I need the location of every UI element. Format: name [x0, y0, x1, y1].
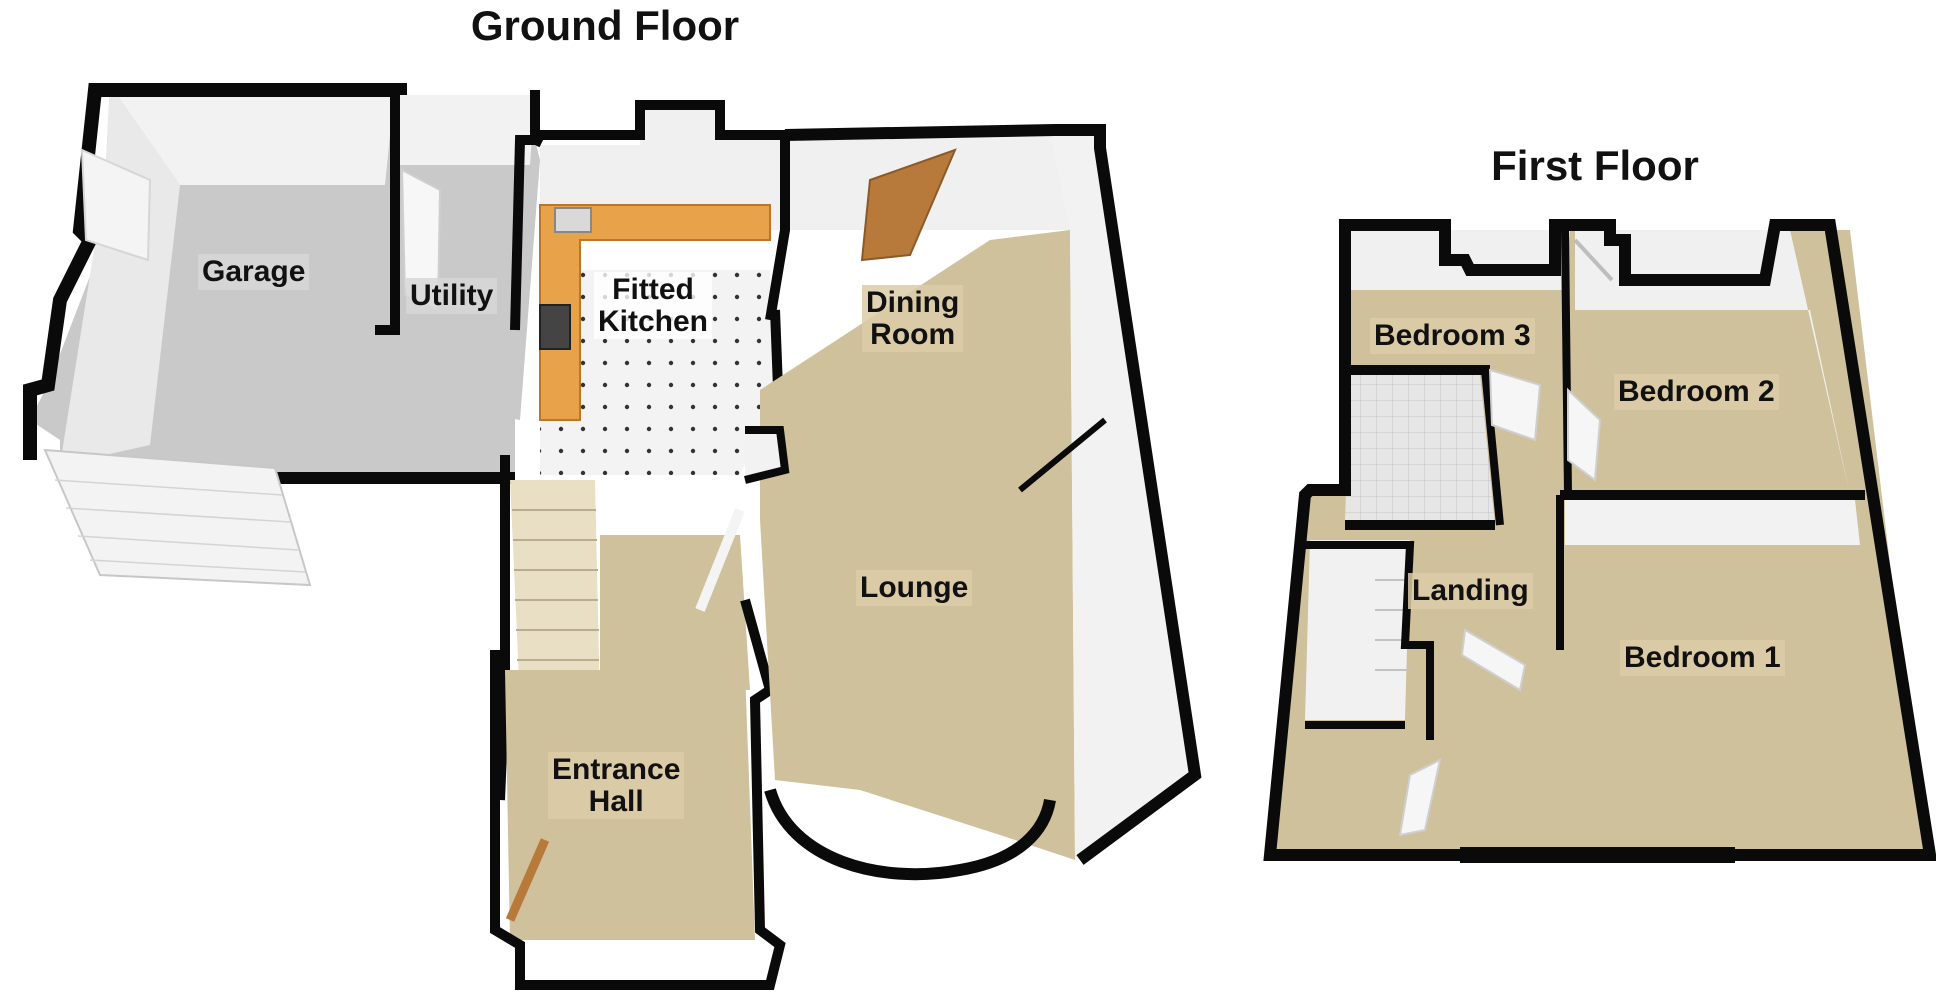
ground-staircase: [495, 455, 600, 801]
garage-back-wall: [110, 85, 395, 185]
garage-side-door: [80, 148, 152, 262]
bay-window: [764, 788, 1056, 881]
lounge-wall-junction: [1018, 417, 1107, 493]
bedroom-1-door: [1460, 628, 1527, 692]
bedroom-2-walls: [1575, 230, 1850, 495]
first-floor-outer-wall: [1263, 219, 1936, 861]
lounge-floor: [760, 230, 1075, 860]
kitchen-sink: [554, 207, 592, 233]
dining-door: [860, 148, 957, 262]
bedroom-1-floor: [1430, 545, 1910, 835]
utility-back-wall: [395, 95, 535, 165]
room-label-bedroom-1: Bedroom 1: [1620, 640, 1785, 676]
stair-treads: [510, 480, 600, 705]
hall-upper-floor: [600, 535, 750, 690]
kitchen-wall-outline: [530, 100, 790, 321]
utility-wall-outline: [375, 90, 400, 335]
utility-right-wall: [510, 90, 540, 331]
bedroom-1-back-wall: [1565, 500, 1860, 545]
lounge-right-wall: [1050, 130, 1195, 860]
bedroom-3-door: [1488, 368, 1542, 442]
bed2-wardrobe-wall: [1573, 238, 1614, 282]
hall-lounge-door: [695, 508, 745, 612]
room-label-fitted-kitchen: Fitted Kitchen: [594, 272, 713, 339]
first-floor-plan: First Floor: [1263, 142, 1936, 863]
room-label-garage: Garage: [198, 254, 310, 290]
bedroom-2-door: [1567, 387, 1602, 482]
room-label-landing: Landing: [1408, 573, 1533, 609]
wall-bath-right: [1481, 369, 1504, 526]
cupboard-door: [1398, 758, 1442, 837]
room-label-entrance-hall: Entrance Hall: [548, 752, 685, 819]
lounge-kitchen-wall: [744, 426, 790, 484]
utility-floor: [390, 95, 540, 420]
room-label-bedroom-3: Bedroom 3: [1370, 318, 1535, 354]
hall-wall-outline: [490, 598, 786, 990]
front-door: [505, 838, 550, 922]
ground-floor-title: Ground Floor: [471, 2, 739, 49]
lounge-dining-room: [744, 124, 1202, 881]
room-label-utility: Utility: [406, 278, 498, 314]
first-floor-title: First Floor: [1491, 142, 1699, 189]
room-label-lounge: Lounge: [856, 570, 973, 606]
room-label-bedroom-2: Bedroom 2: [1614, 374, 1779, 410]
landing-stairwell: [1305, 540, 1410, 720]
stair-left-wall: [495, 455, 510, 801]
wall-landing-stair: [1305, 541, 1434, 740]
lounge-wall-outline: [784, 124, 1202, 865]
bathroom-floor: [1345, 375, 1495, 525]
room-label-dining-room: Dining Room: [862, 285, 964, 352]
utility-room: [375, 90, 540, 420]
kitchen-hob: [539, 304, 571, 350]
ground-floor-plan: Ground Floor: [23, 2, 1202, 990]
